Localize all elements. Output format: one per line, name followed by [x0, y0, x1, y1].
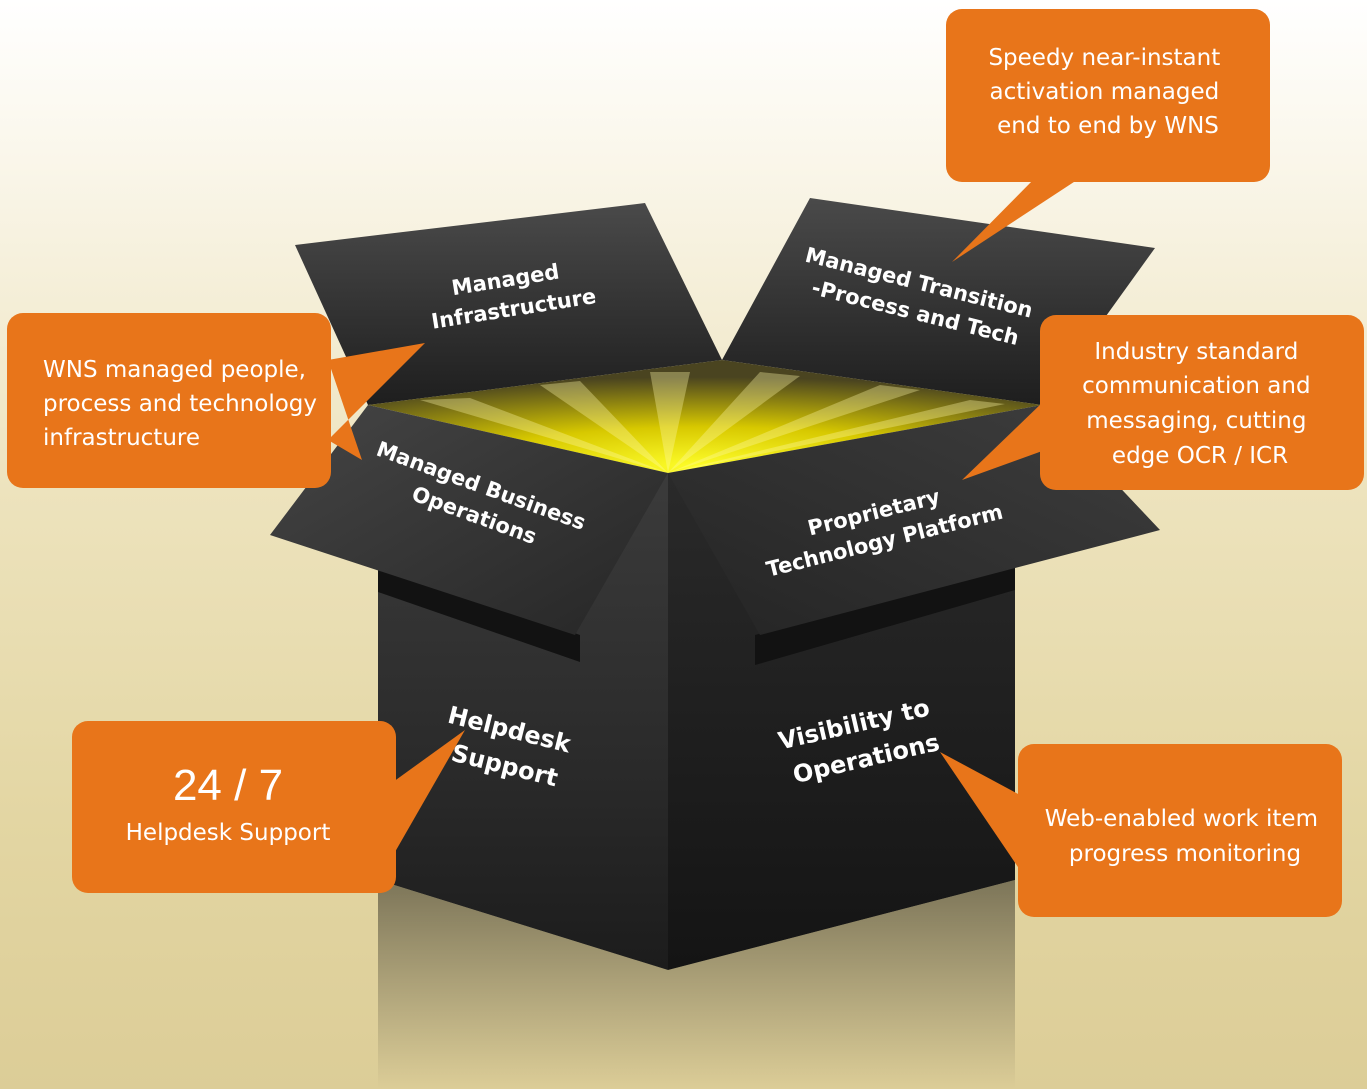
- callout-infrastructure-text: WNS managed people, process and technolo…: [43, 357, 324, 451]
- callout-monitoring-text: Web-enabled work item progress monitorin…: [1045, 806, 1326, 867]
- flap-front-left: [270, 405, 668, 635]
- box-opening-glow: [368, 360, 1042, 473]
- callout-helpdesk: 24 / 7 Helpdesk Support: [72, 721, 465, 893]
- callout-infrastructure: WNS managed people, process and technolo…: [7, 313, 425, 488]
- face-left-ridge: [378, 565, 580, 662]
- face-right-ridge: [755, 565, 1015, 665]
- callout-messaging-text: Industry standard communication and mess…: [1082, 339, 1318, 469]
- helpdesk-hours: 24 / 7: [173, 761, 283, 810]
- callout-monitoring: Web-enabled work item progress monitorin…: [940, 744, 1342, 917]
- callout-activation: Speedy near-instant activation managed e…: [946, 9, 1270, 262]
- flap-front-right: [668, 405, 1160, 635]
- box-reflection: [378, 880, 1015, 1089]
- light-rays: [420, 372, 1005, 473]
- callout-activation-text: Speedy near-instant activation managed e…: [988, 45, 1227, 139]
- callout-messaging: Industry standard communication and mess…: [962, 315, 1364, 490]
- helpdesk-caption: Helpdesk Support: [126, 820, 331, 846]
